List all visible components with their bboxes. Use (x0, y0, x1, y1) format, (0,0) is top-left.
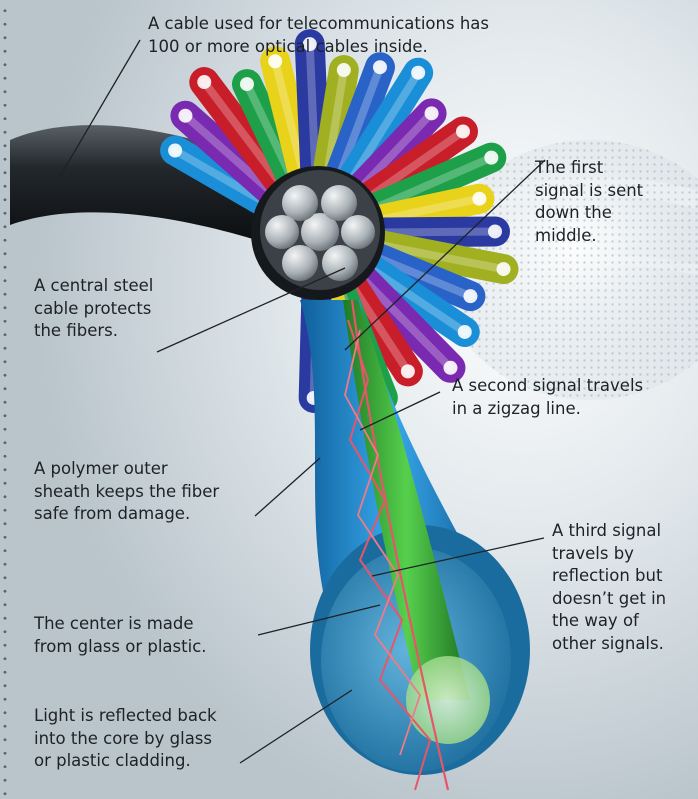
fiber-glow-tip (463, 289, 477, 303)
fiber-glow-tip (373, 60, 387, 74)
fiber-glow-tip (425, 106, 439, 120)
label-line: down the (535, 202, 643, 225)
center-label: The center is made from glass or plastic… (34, 613, 207, 658)
title-label: A cable used for telecommunications has … (148, 13, 489, 58)
label-line: the way of (552, 610, 666, 633)
label-line: A central steel (34, 275, 153, 298)
label-line: into the core by glass (34, 728, 217, 751)
fiber-glow-tip (472, 192, 486, 206)
label-line: A third signal (552, 520, 666, 543)
label-line: Light is reflected back (34, 705, 217, 728)
label-line: other signals. (552, 633, 666, 656)
fiber-glow-tip (497, 262, 511, 276)
label-line: A polymer outer (34, 458, 219, 481)
title-line-1: A cable used for telecommunications has (148, 13, 489, 36)
fiber-glow-tip (458, 325, 472, 339)
title-line-2: 100 or more optical cables inside. (148, 36, 489, 59)
label-line: travels by (552, 543, 666, 566)
outer-sheath-label: A polymer outer sheath keeps the fiber s… (34, 458, 219, 526)
fiber-glow-tip (197, 75, 211, 89)
label-line: in a zigzag line. (452, 398, 643, 421)
fiber-glow-tip (411, 66, 425, 80)
fiber-glow-tip (240, 77, 254, 91)
fiber-glow-tip (443, 361, 457, 375)
label-line: The first (535, 157, 643, 180)
label-line: A second signal travels (452, 375, 643, 398)
fiber-glow-tip (484, 151, 498, 165)
label-line: reflection but (552, 565, 666, 588)
steel-cable-label: A central steel cable protects the fiber… (34, 275, 153, 343)
label-line: cable protects (34, 298, 153, 321)
label-line: signal is sent (535, 180, 643, 203)
third-signal-label: A third signal travels by reflection but… (552, 520, 666, 655)
label-line: or plastic cladding. (34, 750, 217, 773)
fiber-glow-tip (456, 124, 470, 138)
label-line: middle. (535, 225, 643, 248)
label-line: the fibers. (34, 320, 153, 343)
cladding-label: Light is reflected back into the core by… (34, 705, 217, 773)
fiber-glow-tip (401, 364, 415, 378)
label-line: safe from damage. (34, 503, 219, 526)
fiber-glow-tip (178, 109, 192, 123)
label-line: doesn’t get in (552, 588, 666, 611)
page-binding-dots (0, 0, 10, 799)
fiber-glow-tip (337, 63, 351, 77)
first-signal-label: The first signal is sent down the middle… (535, 157, 643, 247)
label-line: sheath keeps the fiber (34, 481, 219, 504)
label-line: from glass or plastic. (34, 636, 207, 659)
second-signal-label: A second signal travels in a zigzag line… (452, 375, 643, 420)
fiber-glow-tip (488, 224, 502, 238)
fiber-glow-tip (168, 144, 182, 158)
label-line: The center is made (34, 613, 207, 636)
